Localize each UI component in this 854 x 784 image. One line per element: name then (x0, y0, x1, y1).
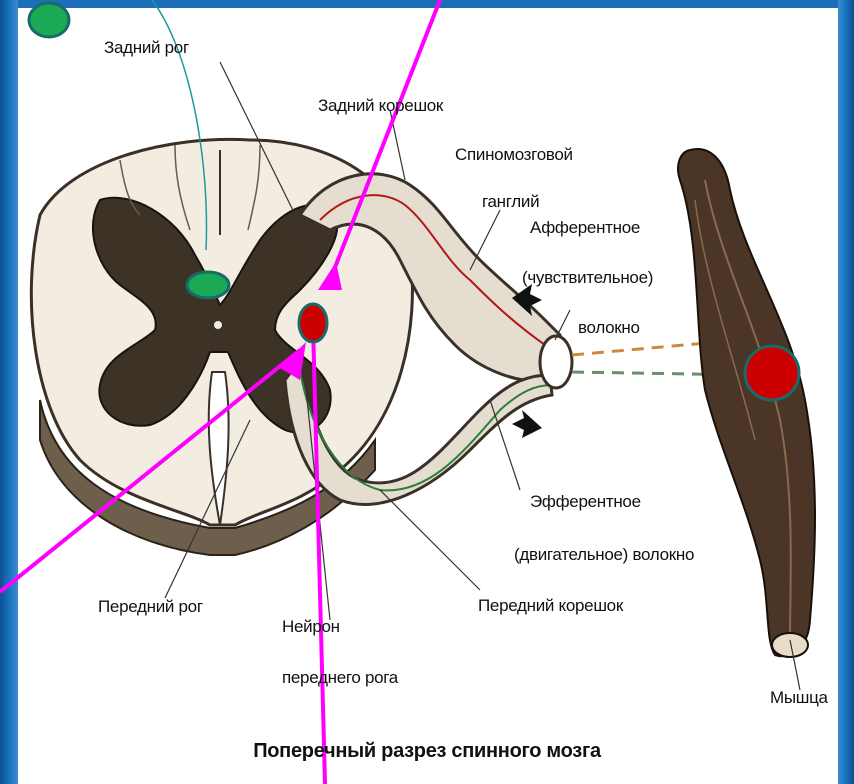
nerve-cut-end (540, 336, 572, 388)
green-marker-dorsal-horn (187, 272, 229, 298)
label-neuron-line2: переднего рога (282, 668, 398, 688)
label-afferent-line1: Афферентное (530, 218, 640, 238)
arrow-efferent-icon (512, 410, 542, 438)
label-neuron-line1: Нейрон (282, 617, 340, 637)
label-ventral-root: Передний корешок (478, 596, 623, 616)
label-muscle: Мышца (770, 688, 828, 708)
muscle (678, 149, 815, 657)
red-marker-muscle (745, 346, 799, 400)
label-ganglion-line2: ганглий (482, 192, 539, 212)
label-efferent-line1: Эфферентное (530, 492, 641, 512)
red-marker-neuron (299, 304, 327, 342)
label-dorsal-root: Задний корешок (318, 96, 443, 116)
diagram-caption: Поперечный разрез спинного мозга (0, 740, 854, 763)
label-dorsal-horn: Задний рог (104, 38, 189, 58)
label-ganglion-line1: Спиномозговой (455, 145, 573, 165)
green-marker-top (29, 3, 69, 37)
label-ventral-horn: Передний рог (98, 597, 203, 617)
label-afferent-line3: волокно (578, 318, 640, 338)
label-afferent-line2: (чувствительное) (522, 268, 653, 288)
label-efferent-line2: (двигательное) волокно (514, 545, 694, 565)
